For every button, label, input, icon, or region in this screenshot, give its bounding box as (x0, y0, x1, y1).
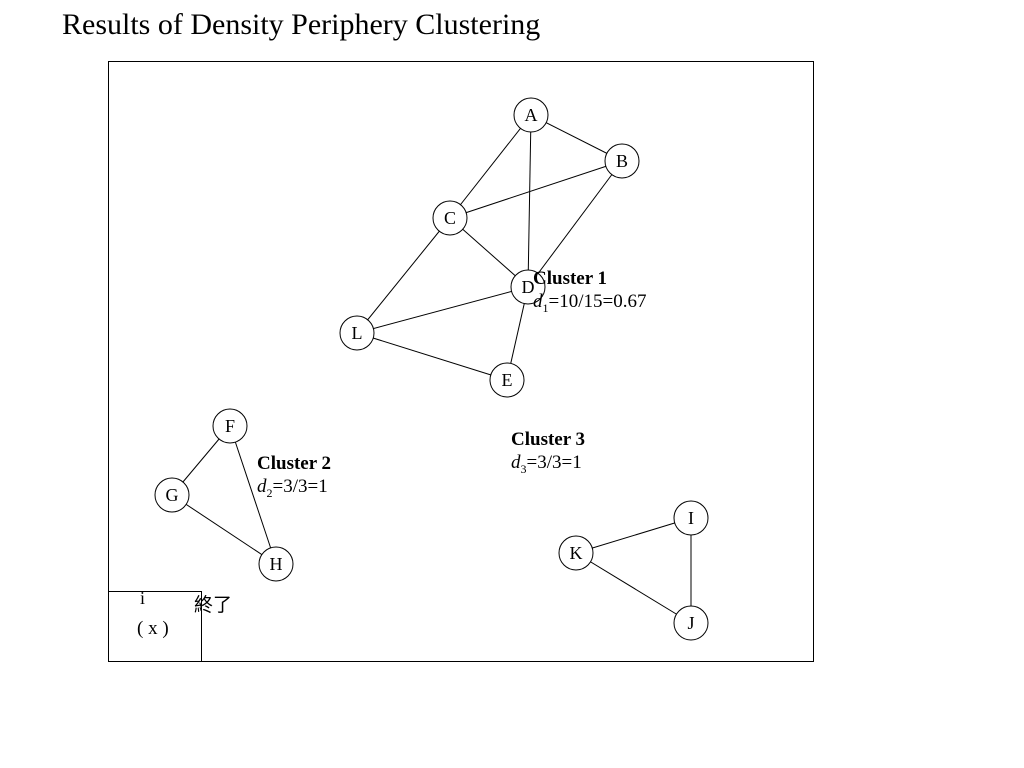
edge-a-c (449, 114, 532, 219)
node-d-label: D (522, 277, 535, 297)
edge-b-d (527, 160, 623, 288)
node-j-circle (673, 605, 709, 641)
edge-a-d (527, 114, 532, 288)
node-e-circle (489, 362, 525, 398)
node-c-label: C (444, 208, 456, 228)
cluster-1-density-symbol: d (533, 291, 543, 312)
node-b: B (604, 143, 640, 179)
edge-l-e (356, 332, 508, 381)
nodes-layer: A B C D E L F G H I J K (154, 97, 709, 641)
node-k-label: K (570, 543, 583, 563)
cluster-3-density-symbol: d (511, 452, 521, 473)
node-f-label: F (225, 416, 235, 436)
node-f: F (212, 408, 248, 444)
node-e: E (489, 362, 525, 398)
node-g-label: G (166, 485, 179, 505)
node-d: D (510, 269, 546, 305)
cluster-1-name: Cluster 1 (533, 268, 608, 289)
cluster-2-density: d2=3/3=1 (257, 476, 328, 500)
inset-label-i: i (140, 588, 146, 608)
node-l: L (339, 315, 375, 351)
node-i-circle (673, 500, 709, 536)
node-i-label: I (688, 508, 694, 528)
node-b-circle (604, 143, 640, 179)
edge-f-h (229, 425, 277, 565)
node-h-circle (258, 546, 294, 582)
node-g-circle (154, 477, 190, 513)
cluster-1-density-index: 1 (542, 300, 549, 315)
node-h-label: H (270, 554, 283, 574)
cluster-1-density-value: =10/15=0.67 (548, 291, 647, 312)
node-g: G (154, 477, 190, 513)
cluster-1-label: Cluster 1 d1=10/15=0.67 (533, 267, 646, 320)
node-l-label: L (352, 323, 363, 343)
cluster-3-name: Cluster 3 (511, 429, 586, 450)
node-i: I (673, 500, 709, 536)
diagram-frame (108, 61, 814, 662)
cluster-3-label: Cluster 3 d3=3/3=1 (511, 428, 585, 481)
page-title: Results of Density Periphery Clustering (62, 8, 541, 41)
cluster-3-density-index: 3 (520, 461, 527, 476)
end-button[interactable]: 終了 (194, 594, 233, 616)
node-j-label: J (687, 613, 694, 633)
node-j: J (673, 605, 709, 641)
cluster-2-density-value: =3/3=1 (272, 476, 328, 497)
node-c: C (432, 200, 468, 236)
node-e-label: E (502, 370, 513, 390)
node-c-circle (432, 200, 468, 236)
inset-box (108, 591, 202, 662)
edge-c-l (356, 217, 451, 334)
node-l-circle (339, 315, 375, 351)
node-a: A (513, 97, 549, 133)
edge-d-l (356, 286, 529, 334)
edge-g-h (171, 494, 277, 565)
cluster-2-density-index: 2 (266, 485, 273, 500)
cluster-2-density-symbol: d (257, 476, 267, 497)
node-k: K (558, 535, 594, 571)
cluster-3-density-value: =3/3=1 (526, 452, 582, 473)
node-a-circle (513, 97, 549, 133)
node-k-circle (558, 535, 594, 571)
node-f-circle (212, 408, 248, 444)
node-a-label: A (525, 105, 538, 125)
cluster-1-density: d1=10/15=0.67 (533, 291, 647, 315)
node-b-label: B (616, 151, 628, 171)
edge-k-j (575, 552, 692, 624)
edges-layer (171, 114, 692, 624)
node-h: H (258, 546, 294, 582)
node-d-circle (510, 269, 546, 305)
cluster-3-density: d3=3/3=1 (511, 452, 582, 476)
cluster-2-name: Cluster 2 (257, 453, 332, 474)
cluster-2-label: Cluster 2 d2=3/3=1 (257, 452, 331, 505)
inset-label-x: ( x ) (137, 618, 169, 639)
edge-i-k (575, 517, 692, 554)
edge-b-c (449, 160, 623, 219)
